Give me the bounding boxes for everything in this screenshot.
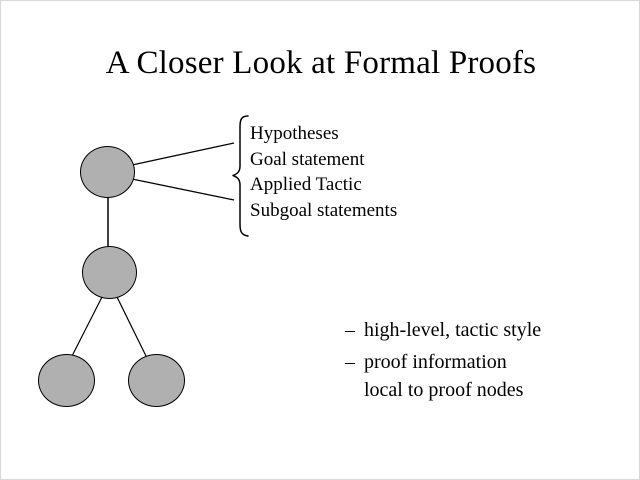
proof-node-leaf-left[interactable]: [38, 354, 95, 407]
proof-node-root[interactable]: [80, 146, 135, 198]
dash-bullet-icon: –: [345, 319, 355, 341]
edge-mid-to-leaf-left: [70, 296, 103, 359]
edge-mid-to-leaf-right: [116, 296, 148, 359]
notes-list: – high-level, tactic style – proof infor…: [345, 316, 625, 408]
annotation-line-applied-tactic: Applied Tactic: [250, 174, 362, 195]
proof-node-leaf-right[interactable]: [128, 354, 185, 407]
page-title: A Closer Look at Formal Proofs: [105, 45, 537, 81]
note-item: – high-level, tactic style: [345, 316, 625, 344]
annotation-line-goal-statement: Goal statement: [250, 148, 365, 170]
edge-root-to-annotation-top: [131, 142, 235, 166]
note-text: proof information local to proof nodes: [364, 351, 524, 401]
edge-root-to-annotation-bottom: [131, 178, 235, 201]
note-item: – proof information local to proof nodes: [345, 348, 625, 404]
annotation-line-hypotheses: Hypotheses: [250, 123, 339, 144]
proof-node-middle[interactable]: [82, 246, 137, 299]
annotation-list: Hypotheses Goal statement Applied Tactic…: [250, 121, 480, 223]
note-text: high-level, tactic style: [364, 319, 542, 341]
curly-brace-icon: [232, 115, 249, 237]
dash-bullet-icon: –: [345, 351, 355, 373]
annotation-line-subgoal-statements: Subgoal statements: [250, 199, 398, 221]
